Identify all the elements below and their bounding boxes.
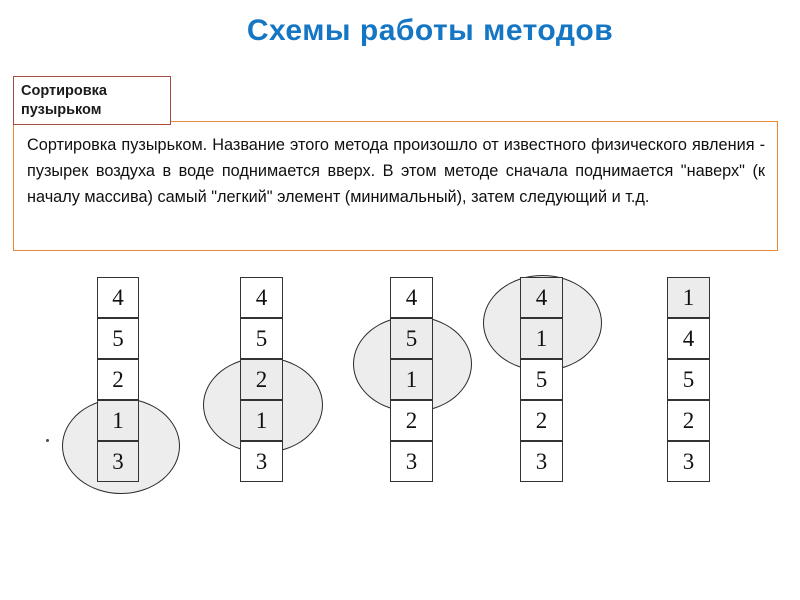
array-cell: 2: [520, 400, 563, 441]
decorative-dot: [46, 439, 49, 442]
array-cell: 4: [240, 277, 283, 318]
method-description-text: Сортировка пузырьком. Название этого мет…: [27, 136, 765, 206]
array-cell: 1: [97, 400, 139, 441]
array-cell: 2: [390, 400, 433, 441]
array-cell: 1: [667, 277, 710, 318]
array-cell: 5: [520, 359, 563, 400]
method-label-box: Сортировка пузырьком: [13, 76, 171, 125]
array-cell: 3: [667, 441, 710, 482]
array-cell: 2: [667, 400, 710, 441]
array-cell: 4: [520, 277, 563, 318]
array-cell: 1: [240, 400, 283, 441]
array-cell: 1: [390, 359, 433, 400]
array-cell: 3: [240, 441, 283, 482]
array-cell: 5: [390, 318, 433, 359]
array-cell: 2: [240, 359, 283, 400]
method-description-box: Сортировка пузырьком. Название этого мет…: [13, 121, 778, 251]
array-cell: 3: [520, 441, 563, 482]
method-label-text: Сортировка пузырьком: [21, 83, 107, 118]
array-cell: 4: [97, 277, 139, 318]
array-cell: 1: [520, 318, 563, 359]
array-cell: 3: [97, 441, 139, 482]
array-cell: 5: [97, 318, 139, 359]
array-cell: 2: [97, 359, 139, 400]
array-cell: 4: [390, 277, 433, 318]
page-title: Схемы работы методов: [246, 14, 614, 47]
array-cell: 5: [667, 359, 710, 400]
array-cell: 4: [667, 318, 710, 359]
array-cell: 5: [240, 318, 283, 359]
array-cell: 3: [390, 441, 433, 482]
